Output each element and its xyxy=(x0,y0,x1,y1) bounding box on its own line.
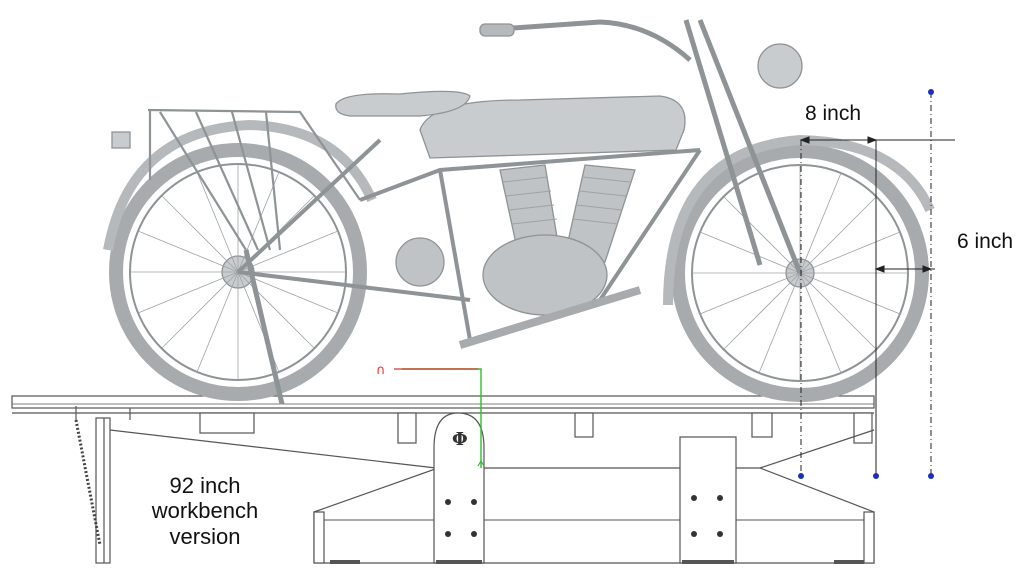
exhaust-pipe xyxy=(458,286,642,349)
bench-left-post xyxy=(95,417,111,564)
bench-brackets xyxy=(75,406,873,444)
right-post xyxy=(679,436,737,564)
headlamp xyxy=(757,43,803,89)
handlebar-grip xyxy=(479,23,515,37)
center-post xyxy=(433,412,485,564)
dimension-lines xyxy=(799,92,955,476)
bench-top-plank xyxy=(11,395,875,409)
workbench-caption-line-1: 92 inch xyxy=(169,473,241,498)
dimension-dots xyxy=(798,89,934,479)
workbench-caption: 92 inch workbench version xyxy=(140,473,270,549)
tail-lamp xyxy=(111,131,131,149)
front-fork xyxy=(683,19,803,274)
post-bolts xyxy=(445,495,723,537)
bench-chain xyxy=(74,419,102,546)
red-mark: ∩ xyxy=(376,363,386,378)
workbench xyxy=(11,395,875,564)
dimension-label-8-inch: 8 inch xyxy=(805,102,862,125)
luggage-rack xyxy=(147,108,361,251)
dimension-label-6-inch: 6 inch xyxy=(957,230,1014,253)
front-fender xyxy=(663,134,935,306)
v-twin-engine xyxy=(395,164,636,316)
kickstand xyxy=(243,249,285,405)
handlebar xyxy=(483,19,692,62)
workbench-caption-line-3: version xyxy=(169,523,241,549)
base-glyph: Φ xyxy=(452,429,468,450)
motorcycle xyxy=(103,19,935,405)
rear-fender xyxy=(103,119,377,251)
workbench-caption-line-2: workbench xyxy=(151,498,259,524)
guide-lines xyxy=(394,368,485,468)
bench-feet xyxy=(330,560,864,564)
saddle xyxy=(335,90,471,117)
